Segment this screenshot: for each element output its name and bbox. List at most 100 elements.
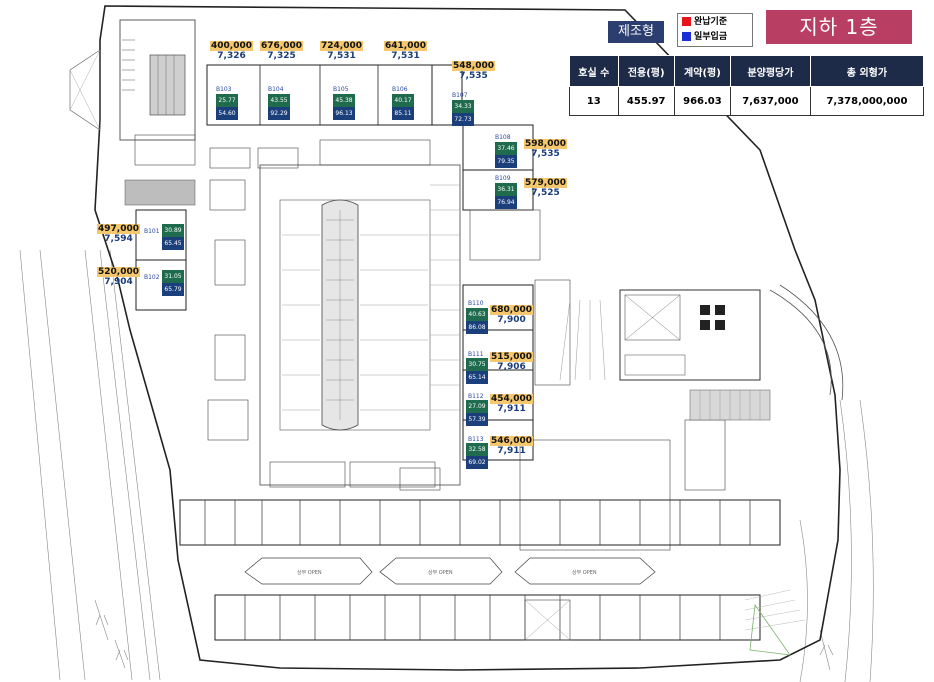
summary-value: 966.03 — [673, 86, 732, 116]
summary-header: 계약(평) — [673, 55, 732, 87]
legend: 완납기준 일부입금 — [677, 13, 753, 47]
summary-header: 전용(평) — [617, 55, 675, 87]
unit-price-total: 548,000 — [452, 61, 495, 71]
unit-area-contract: 79.35 — [495, 155, 517, 168]
unit-area-contract: 72.73 — [452, 113, 474, 126]
left-road — [19, 249, 161, 681]
unit-area-exclusive: 40.63 — [466, 308, 488, 321]
unit-area-exclusive: 30.75 — [466, 358, 488, 371]
unit-id: B107 — [452, 92, 468, 99]
legend-swatch-blue — [682, 32, 691, 41]
unit-id: B108 — [495, 134, 511, 141]
unit-area-exclusive: 43.55 — [268, 94, 290, 107]
outer-wall — [94, 5, 841, 671]
summary-value-row: 13 455.97 966.03 7,637,000 7,378,000,000 — [569, 86, 925, 116]
unit-id: B104 — [268, 86, 284, 93]
legend-item-full: 완납기준 — [682, 16, 727, 29]
unit-price-total: 641,000 — [384, 41, 427, 51]
unit-id: B105 — [333, 86, 349, 93]
unit-price-total: 579,000 — [524, 178, 567, 188]
unit-area-exclusive: 34.33 — [452, 100, 474, 113]
unit-area-exclusive: 32.58 — [466, 443, 488, 456]
legend-label: 완납기준 — [694, 17, 728, 27]
unit-area-contract: 54.60 — [216, 107, 238, 120]
unit-area-contract: 57.39 — [466, 413, 488, 426]
unit-id: B102 — [144, 274, 160, 281]
unit-area-exclusive: 37.46 — [495, 142, 517, 155]
summary-header: 호실 수 — [569, 55, 619, 87]
unit-area-contract: 86.08 — [466, 321, 488, 334]
atrium-open-label: 상부 OPEN — [297, 570, 322, 576]
unit-id: B110 — [468, 300, 484, 307]
unit-price-per-pyeong: 7,326 — [217, 51, 246, 61]
unit-area-contract: 96.13 — [333, 107, 355, 120]
unit-area-exclusive: 36.31 — [495, 183, 517, 196]
right-road — [799, 399, 874, 682]
unit-price-per-pyeong: 7,900 — [497, 315, 526, 325]
unit-area-exclusive: 25.77 — [216, 94, 238, 107]
unit-area-exclusive: 27.09 — [466, 400, 488, 413]
unit-area-contract: 69.02 — [466, 456, 488, 469]
summary-value: 13 — [569, 86, 619, 116]
unit-area-contract: 85.11 — [392, 107, 414, 120]
unit-id: B106 — [392, 86, 408, 93]
summary-header: 총 외형가 — [809, 55, 925, 87]
unit-price-per-pyeong: 7,906 — [497, 362, 526, 372]
unit-area-contract: 65.45 — [162, 237, 184, 250]
unit-price-total: 598,000 — [524, 139, 567, 149]
unit-price-per-pyeong: 7,325 — [267, 51, 296, 61]
unit-price-per-pyeong: 7,594 — [104, 234, 133, 244]
unit-price-total: 515,000 — [490, 352, 533, 362]
unit-price-per-pyeong: 7,911 — [497, 404, 526, 414]
unit-id: B101 — [144, 228, 160, 235]
unit-id: B112 — [468, 393, 484, 400]
atrium-open-label: 상부 OPEN — [572, 570, 597, 576]
unit-price-total: 724,000 — [320, 41, 363, 51]
unit-area-contract: 92.29 — [268, 107, 290, 120]
unit-price-per-pyeong: 7,531 — [327, 51, 356, 61]
unit-area-contract: 76.94 — [495, 196, 517, 209]
summary-value: 455.97 — [617, 86, 675, 116]
unit-price-per-pyeong: 7,535 — [531, 149, 560, 159]
unit-area-contract: 65.14 — [466, 371, 488, 384]
legend-swatch-red — [682, 17, 691, 26]
unit-area-exclusive: 45.38 — [333, 94, 355, 107]
unit-price-per-pyeong: 7,525 — [531, 188, 560, 198]
summary-header-row: 호실 수 전용(평) 계약(평) 분양평당가 총 외형가 — [569, 55, 925, 87]
legend-item-partial: 일부입금 — [682, 31, 727, 44]
summary-value: 7,637,000 — [730, 86, 811, 116]
unit-area-exclusive: 31.05 — [162, 270, 184, 283]
unit-area-exclusive: 40.17 — [392, 94, 414, 107]
summary-value: 7,378,000,000 — [809, 86, 925, 116]
unit-id: B113 — [468, 436, 484, 443]
unit-price-total: 520,000 — [97, 267, 140, 277]
unit-area-contract: 65.79 — [162, 283, 184, 296]
summary-header: 분양평당가 — [730, 55, 811, 87]
unit-price-total: 680,000 — [490, 305, 533, 315]
